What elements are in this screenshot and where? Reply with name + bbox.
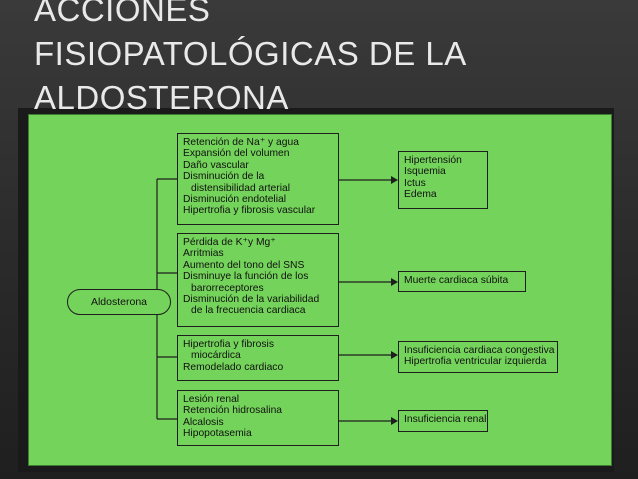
outcome-item: Insuficiencia renal [404, 414, 487, 425]
outcome-item: Muerte cardiaca súbita [404, 275, 509, 286]
arrow-4 [391, 417, 398, 425]
mechanism-item: Disminución de la [183, 171, 265, 183]
outcome-box-heart-failure: Insuficiencia cardiaca congestiva Hipert… [398, 341, 558, 373]
mechanism-item: barorreceptores [191, 282, 264, 294]
outcome-box-vascular: Hipertensión Isquemia Ictus Edema [398, 151, 488, 209]
outcome-item: Insuficiencia cardiaca congestiva [404, 345, 555, 356]
mechanism-box-vascular: Retención de Na⁺ y agua Expansión del vo… [177, 133, 339, 225]
mechanism-item: Hipertrofia y fibrosis vascular [183, 205, 316, 217]
title-line: ACCIONES [34, 0, 211, 28]
outcome-item: Edema [404, 189, 437, 201]
mechanism-box-renal: Lesión renal Retención hidrosalina Alcal… [177, 390, 339, 446]
mechanism-box-cardiac: Hipertrofia y fibrosis miocárdica Remode… [177, 335, 339, 381]
mechanism-box-electrolytes: Pérdida de K⁺y Mg⁺ Arritmias Aumento del… [177, 233, 339, 327]
mechanism-item: Expansión del volumen [183, 148, 290, 160]
outcome-box-renal-failure: Insuficiencia renal [398, 410, 488, 432]
outcome-item: Isquemia [404, 166, 446, 178]
diagram-connectors [143, 176, 398, 425]
title-line: ALDOSTERONA [34, 79, 289, 116]
outcome-item: Hipertensión [404, 155, 462, 166]
arrow-2 [391, 278, 398, 286]
mechanism-item: Pérdida de K⁺y Mg⁺ [183, 237, 276, 248]
mechanism-item: Retención de Na⁺ y agua [183, 137, 299, 148]
mechanism-item: miocárdica [191, 350, 241, 362]
arrow-3 [391, 351, 398, 359]
aldosterone-diagram: Aldosterona Retención de Na⁺ y agua Expa… [28, 114, 612, 466]
mechanism-item: Alcalosis [183, 416, 224, 428]
outcome-box-sudden-death: Muerte cardiaca súbita [398, 271, 526, 292]
mechanism-item: Daño vascular [183, 159, 249, 171]
mechanism-item: Retención hidrosalina [183, 405, 283, 417]
mechanism-item: Disminución de la variabilidad [183, 294, 320, 306]
mechanism-item: Remodelado cardiaco [183, 361, 284, 373]
slide-title: ACCIONES FISIOPATOLÓGICAS DE LA ALDOSTER… [34, 0, 554, 120]
mechanism-item: Hipopotasemia [183, 428, 252, 440]
aldosterone-label: Aldosterona [90, 296, 148, 308]
mechanism-item: Disminución endotelial [183, 194, 287, 206]
mechanism-item: Arritmias [183, 248, 224, 260]
title-line: FISIOPATOLÓGICAS DE LA [34, 35, 467, 72]
outcome-item: Hipertrofia ventricular izquierda [404, 356, 547, 368]
outcome-item: Ictus [404, 177, 426, 189]
aldosterone-node: Aldosterona [67, 289, 171, 315]
mechanism-item: de la frecuencia cardiaca [191, 305, 306, 317]
arrow-1 [391, 176, 398, 184]
mechanism-item: Lesión renal [183, 394, 240, 405]
mechanism-item: Aumento del tono del SNS [183, 259, 305, 271]
mechanism-item: Disminuye la función de los [183, 271, 309, 283]
mechanism-item: Hipertrofia y fibrosis [183, 339, 274, 350]
mechanism-item: distensibilidad arterial [191, 182, 291, 194]
